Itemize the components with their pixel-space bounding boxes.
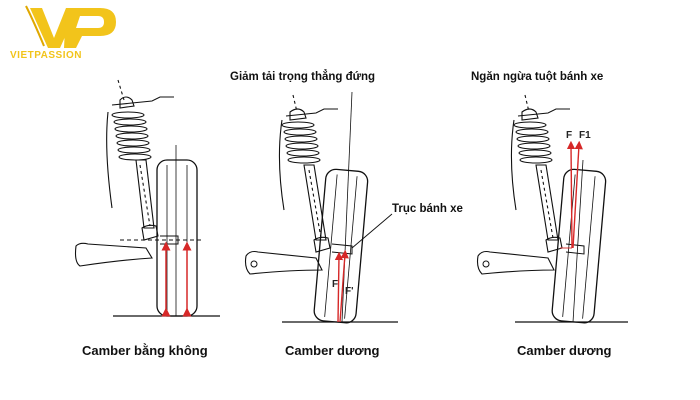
force-label-F-prime: F' bbox=[345, 286, 354, 297]
force-arrow-F bbox=[566, 140, 576, 249]
wheel bbox=[156, 159, 198, 317]
force-arrow-F bbox=[334, 251, 344, 323]
vertical-reference bbox=[572, 159, 584, 323]
force-arrow-F1 bbox=[572, 140, 583, 249]
strut bbox=[278, 94, 338, 253]
annotation-prevent-wheel-slip: Ngăn ngừa tuột bánh xe bbox=[471, 71, 604, 83]
logo-wordmark: VIETPASSION bbox=[10, 50, 82, 61]
caption-positive-camber-1: Camber dương bbox=[285, 343, 380, 358]
vertical-reference bbox=[341, 91, 353, 323]
strut bbox=[510, 94, 570, 253]
annotation-reduce-vertical-load: Giảm tải trọng thẳng đứng bbox=[230, 71, 376, 83]
panel-positive-camber-retention bbox=[476, 94, 628, 324]
force-label-F: F bbox=[332, 279, 339, 290]
callout-leader bbox=[351, 213, 393, 249]
lower-control-arm bbox=[476, 250, 555, 275]
strut bbox=[106, 79, 174, 241]
force-label-F1: F1 bbox=[579, 130, 591, 141]
panel-positive-camber-load bbox=[244, 91, 398, 324]
wheel bbox=[551, 168, 607, 324]
vietpassion-logo-mark bbox=[25, 5, 116, 48]
force-arrow-F-prime bbox=[339, 249, 349, 323]
lower-control-arm bbox=[74, 242, 153, 267]
caption-positive-camber-2: Camber dương bbox=[517, 343, 612, 358]
coil-spring bbox=[111, 111, 152, 161]
caption-zero-camber: Camber bằng không bbox=[82, 343, 208, 358]
callout-wheel-axle: Trục bánh xe bbox=[392, 203, 463, 215]
wheel bbox=[313, 168, 369, 324]
force-label-F: F bbox=[566, 130, 573, 141]
lower-control-arm bbox=[244, 250, 323, 275]
coil-spring bbox=[513, 121, 553, 164]
coil-spring bbox=[281, 121, 321, 164]
panel-zero-camber bbox=[74, 79, 220, 317]
